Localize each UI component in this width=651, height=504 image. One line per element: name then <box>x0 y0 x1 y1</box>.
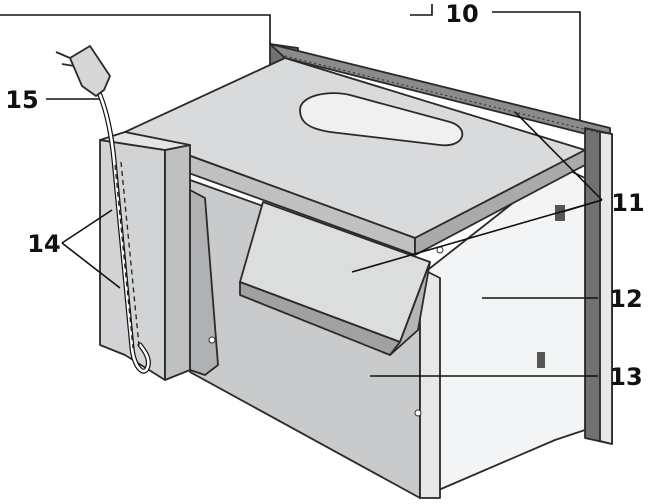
power-cord <box>97 92 151 374</box>
cord-hidden-path <box>114 161 140 349</box>
frame-vent-slots <box>284 55 601 134</box>
leader-10-mid <box>410 4 433 16</box>
callout-13: 13 <box>609 363 642 391</box>
power-plug-icon <box>55 45 111 97</box>
plug-pin-upper <box>55 51 71 59</box>
leader-10-left <box>0 14 271 44</box>
callout-12: 12 <box>609 285 642 313</box>
top-cover-side-lip <box>414 149 586 256</box>
callout-14: 14 <box>27 230 60 258</box>
callout-10: 10 <box>445 0 478 28</box>
cable-cover-top <box>99 131 191 151</box>
front-panel-screw-lower <box>414 409 422 417</box>
vent-hood-side <box>389 261 431 356</box>
plug-pin-lower <box>61 63 75 67</box>
leader-11-frame <box>514 111 603 201</box>
front-panel-edge-strip <box>419 267 441 499</box>
plug-body <box>69 45 111 97</box>
leader-14-upper <box>61 209 113 244</box>
frame-right-outer-edge <box>599 131 613 445</box>
leader-10-right <box>492 11 581 120</box>
leader-lines <box>0 4 603 377</box>
right-panel-bracket-upper <box>555 205 565 221</box>
top-cover-handle-recess <box>299 92 464 147</box>
cable-cover-flange <box>189 189 219 376</box>
callout-11: 11 <box>611 189 644 217</box>
leader-11-hood <box>351 199 603 273</box>
leader-14-lower <box>61 242 121 289</box>
cable-cover-screw <box>208 336 216 344</box>
cable-cover-side <box>164 144 191 381</box>
right-panel-bracket-lower <box>537 352 545 368</box>
callout-15: 15 <box>5 86 38 114</box>
power-cord-core <box>98 93 150 373</box>
